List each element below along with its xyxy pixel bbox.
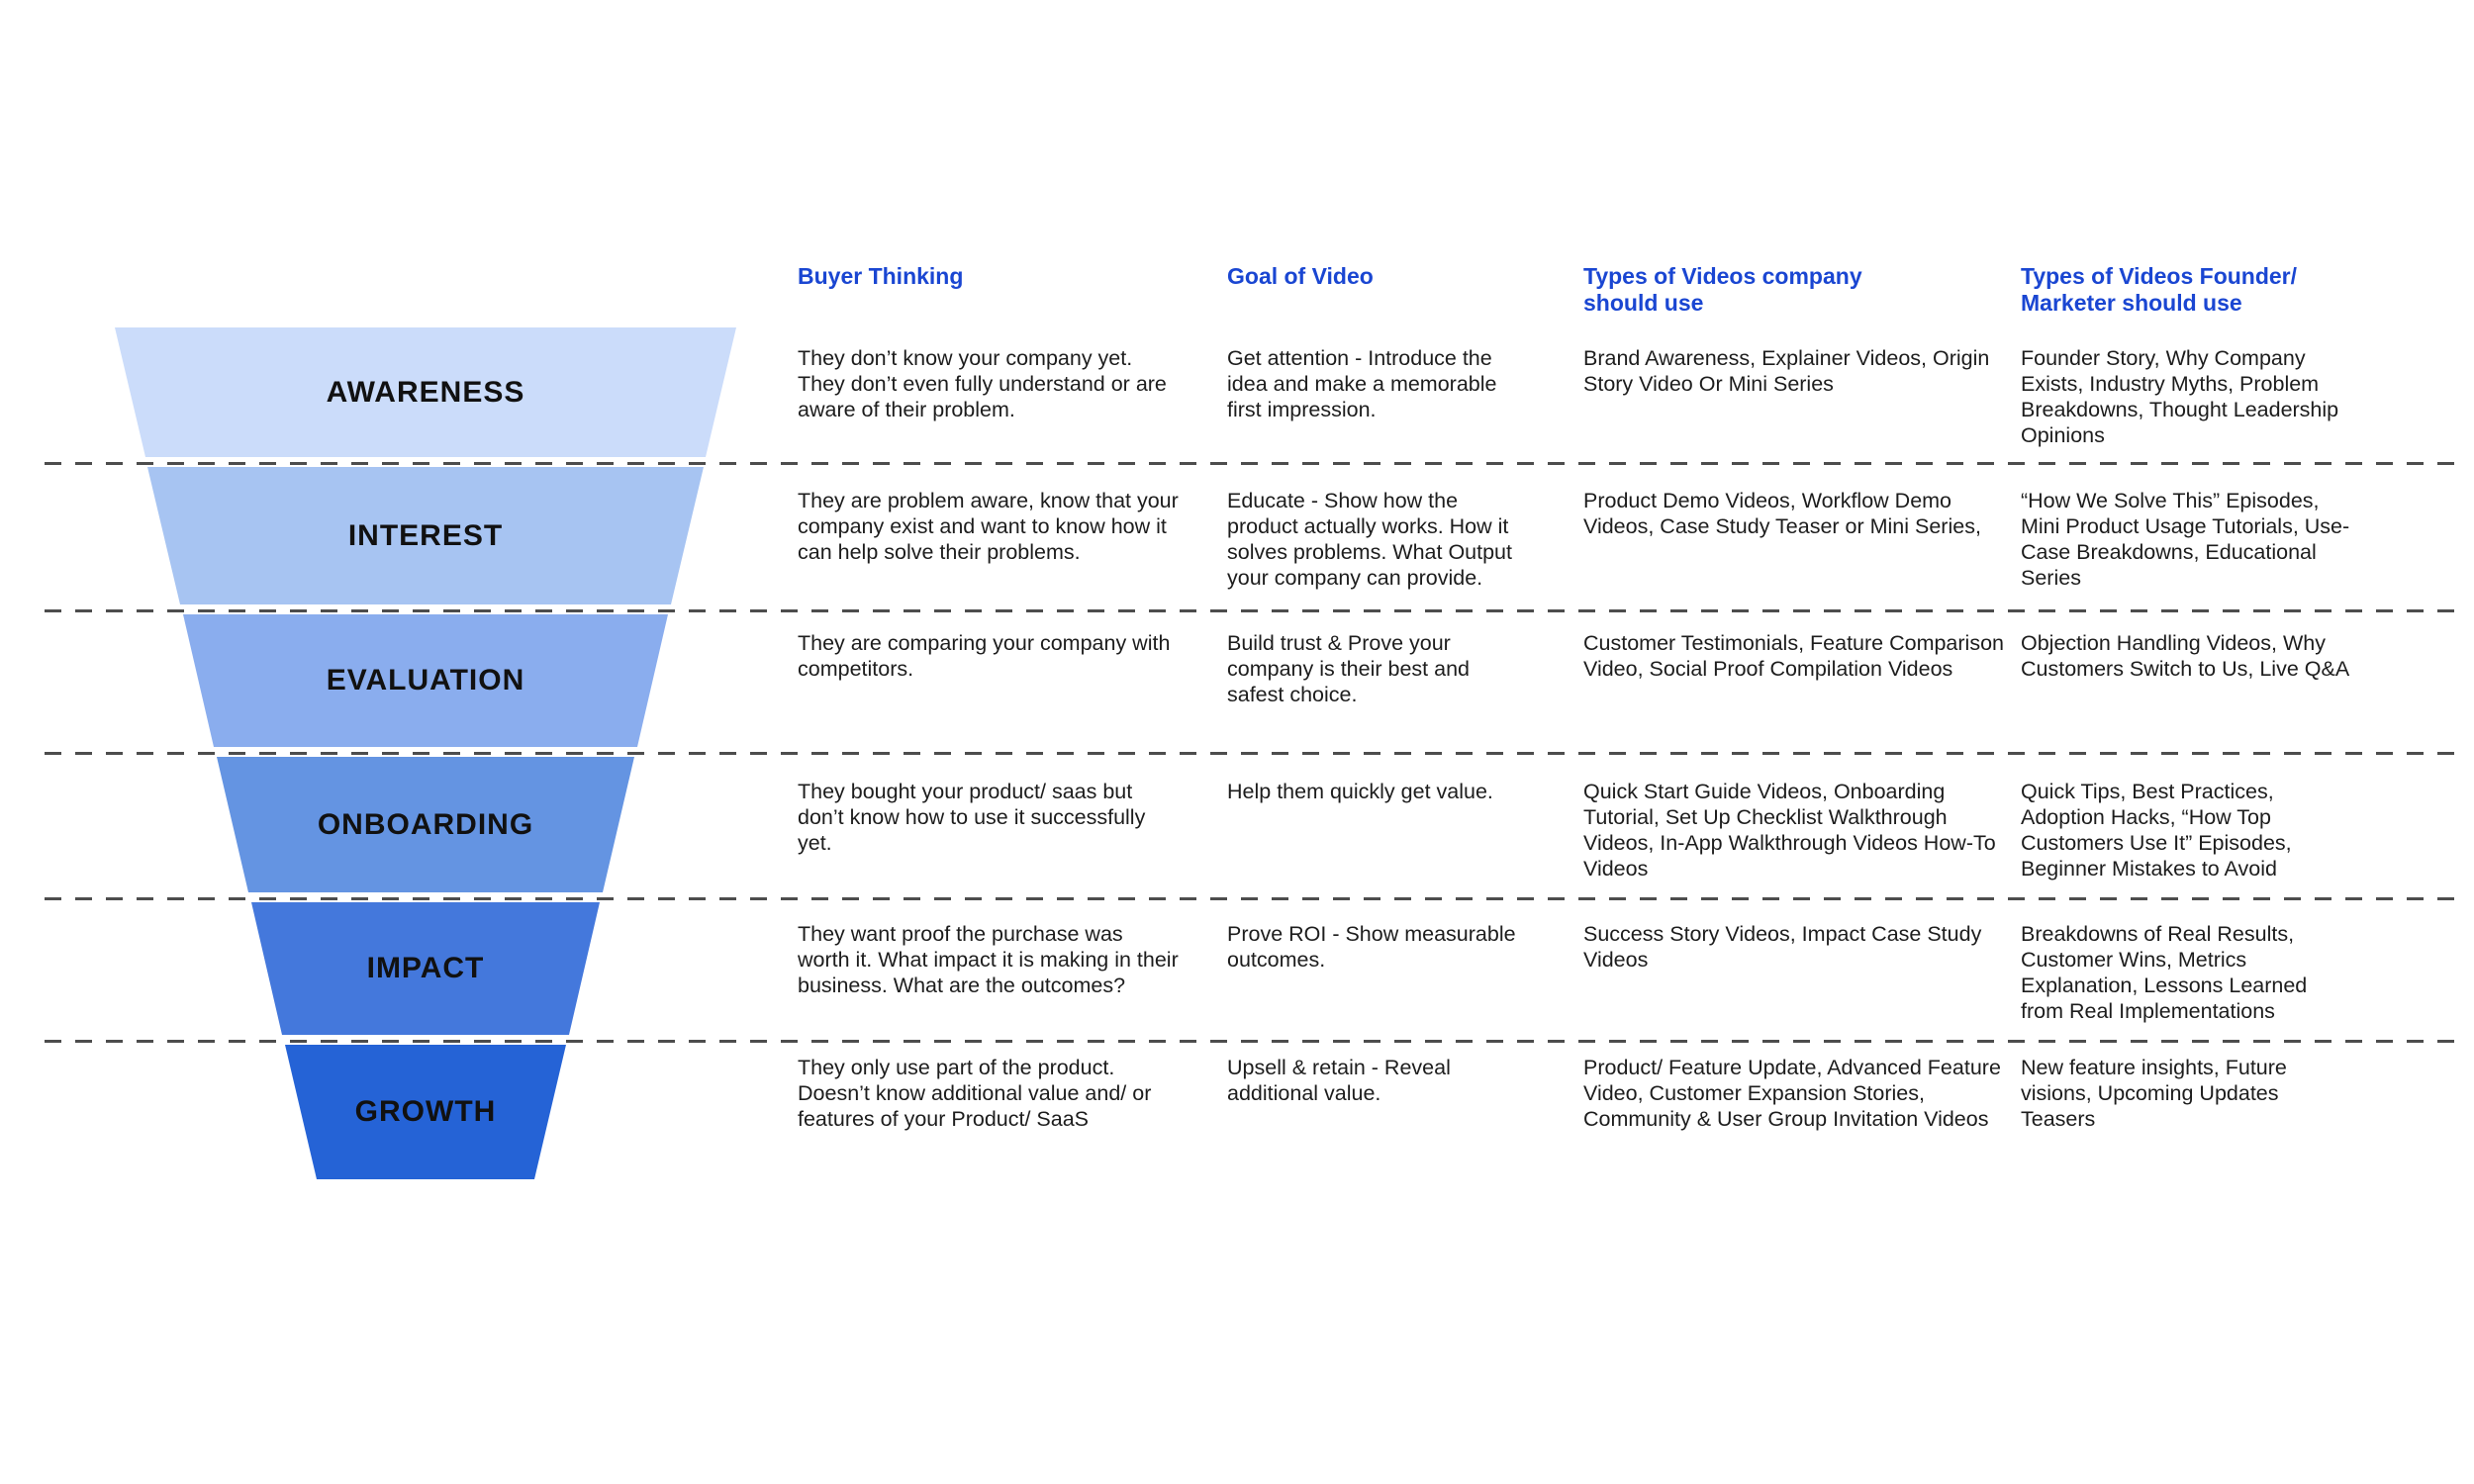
cell-growth-goal: Upsell & retain - Reveal additional valu… [1227,1056,1451,1105]
funnel-stage-awareness: AWARENESS [115,327,736,457]
cell-impact-goal: Prove ROI - Show measurable outcomes. [1227,922,1516,972]
row-separator [45,1040,2459,1043]
cell-evaluation-buyer-thinking: They are comparing your company with com… [798,631,1171,681]
cell-awareness-buyer-thinking: They don’t know your company yet. They d… [798,346,1167,421]
cell-interest-goal: Educate - Show how the product actually … [1227,489,1512,590]
cell-growth-founder-videos: New feature insights, Future visions, Up… [2021,1056,2287,1131]
funnel-stage-growth: GROWTH [285,1045,566,1179]
cell-interest-company-videos: Product Demo Videos, Workflow Demo Video… [1583,489,1981,538]
cell-onboarding-company-videos: Quick Start Guide Videos, Onboarding Tut… [1583,780,1996,881]
row-separator [45,609,2459,612]
row-separator [45,462,2459,465]
cell-evaluation-goal: Build trust & Prove your company is thei… [1227,631,1470,706]
cell-impact-founder-videos: Breakdowns of Real Results, Customer Win… [2021,922,2308,1023]
stage-label: AWARENESS [326,375,525,409]
cell-onboarding-founder-videos: Quick Tips, Best Practices, Adoption Hac… [2021,780,2292,881]
row-separator [45,752,2459,755]
cell-interest-buyer-thinking: They are problem aware, know that your c… [798,489,1179,564]
column-header-buyer-thinking: Buyer Thinking [798,263,964,289]
cell-awareness-company-videos: Brand Awareness, Explainer Videos, Origi… [1583,346,1990,396]
cell-impact-company-videos: Success Story Videos, Impact Case Study … [1583,922,1982,972]
funnel-stage-impact: IMPACT [251,902,600,1035]
column-header-founder-videos: Types of Videos Founder/ Marketer should… [2021,263,2298,316]
cell-evaluation-founder-videos: Objection Handling Videos, Why Customers… [2021,631,2350,681]
stage-label: ONBOARDING [317,807,534,841]
stage-label: GROWTH [354,1095,497,1128]
cell-interest-founder-videos: “How We Solve This” Episodes, Mini Produ… [2021,489,2350,590]
funnel-stage-evaluation: EVALUATION [183,614,668,747]
cell-awareness-founder-videos: Founder Story, Why Company Exists, Indus… [2021,346,2339,447]
row-separator [45,897,2459,900]
column-header-company-videos: Types of Videos company should use [1583,263,1862,316]
cell-impact-buyer-thinking: They want proof the purchase was worth i… [798,922,1179,997]
funnel-stage-interest: INTEREST [147,467,704,604]
cell-evaluation-company-videos: Customer Testimonials, Feature Compariso… [1583,631,2004,681]
cell-onboarding-goal: Help them quickly get value. [1227,780,1493,803]
stage-label: EVALUATION [326,664,525,696]
cell-onboarding-buyer-thinking: They bought your product/ saas but don’t… [798,780,1146,855]
stage-label: INTEREST [347,518,504,552]
column-header-goal-of-video: Goal of Video [1227,263,1374,289]
cell-growth-company-videos: Product/ Feature Update, Advanced Featur… [1583,1056,2001,1131]
cell-awareness-goal: Get attention - Introduce the idea and m… [1227,346,1497,421]
stage-label: IMPACT [366,952,485,984]
funnel-stage-onboarding: ONBOARDING [217,757,634,892]
cell-growth-buyer-thinking: They only use part of the product. Doesn… [798,1056,1152,1131]
